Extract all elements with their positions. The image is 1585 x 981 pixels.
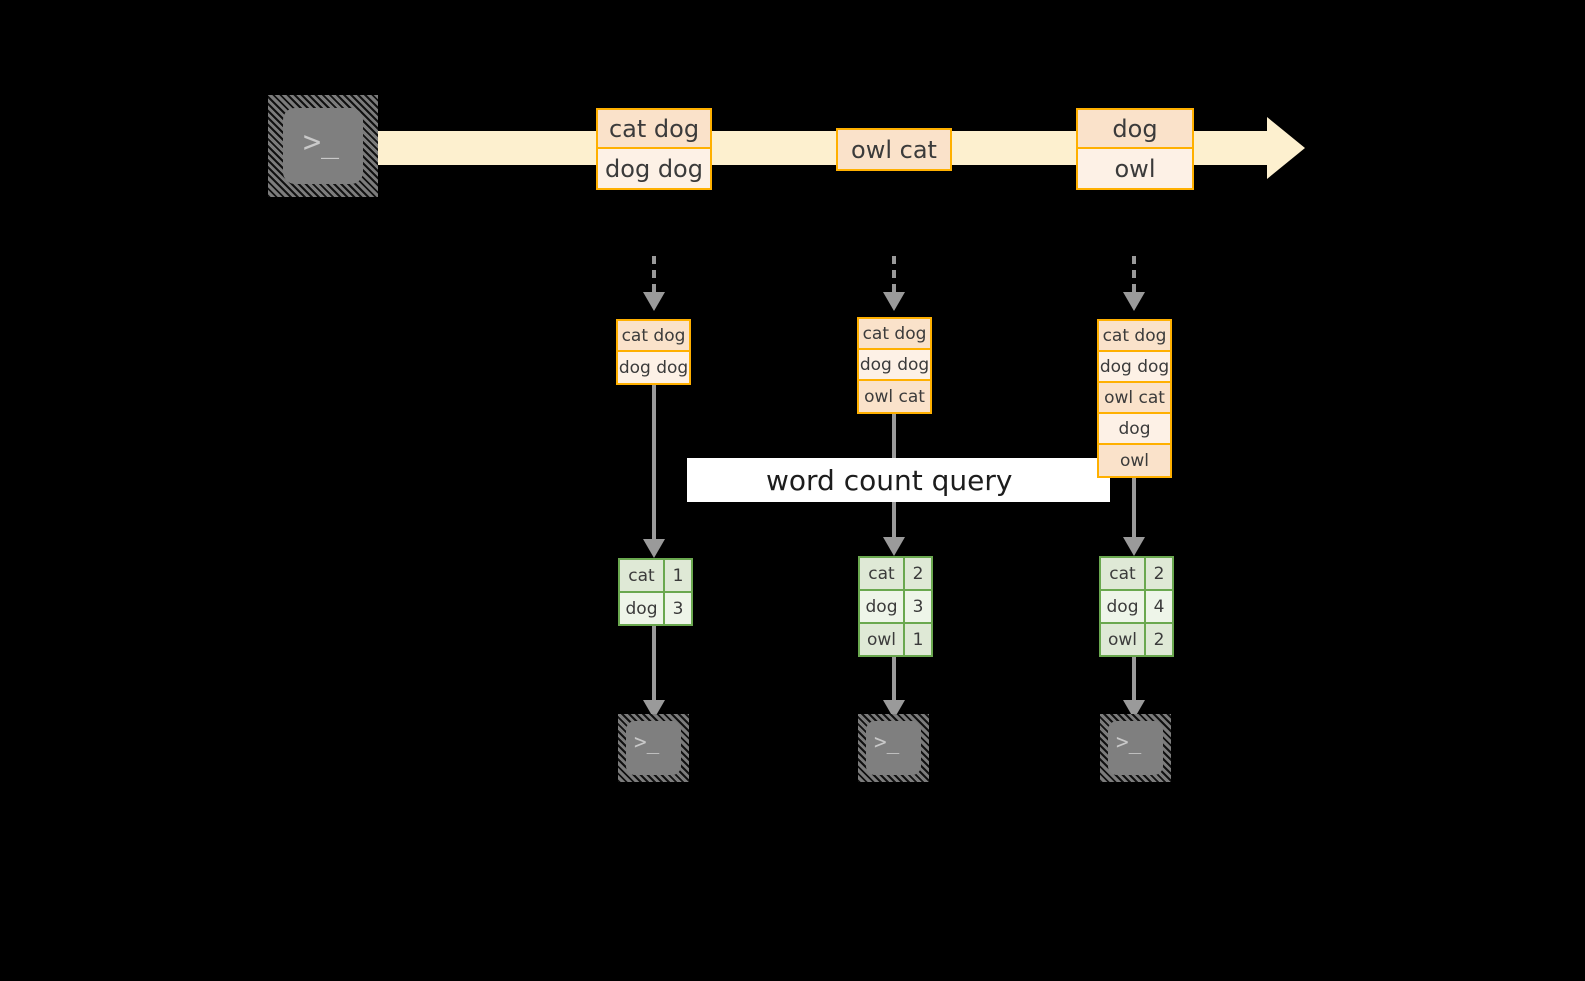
log-line: cat dog [618, 321, 689, 352]
stream-message-batch-2[interactable]: owl cat [836, 128, 952, 171]
table-cell-count: 1 [905, 624, 931, 655]
table-row: dog 3 [860, 591, 931, 624]
sink-terminal-1-prompt-glyph: >_ [634, 730, 660, 754]
event-stream-arrowhead [1267, 117, 1305, 179]
sink-terminal-2-icon[interactable] [866, 721, 921, 775]
table-cell-word: cat [860, 558, 905, 589]
source-terminal-icon[interactable] [283, 108, 363, 184]
table-row: owl 1 [860, 624, 931, 655]
table-cell-word: dog [1101, 591, 1146, 622]
accumulated-log-3[interactable]: cat dog dog dog owl cat dog owl [1097, 319, 1172, 478]
table-row: cat 2 [860, 558, 931, 591]
ingest-connector-2-arrowhead [883, 292, 905, 311]
stream-message-line: owl [1078, 149, 1192, 188]
sink-terminal-3-prompt-glyph: >_ [1116, 730, 1142, 754]
sink-terminal-3-icon[interactable] [1108, 721, 1163, 775]
sink-terminal-1-icon[interactable] [626, 721, 681, 775]
table-row: cat 2 [1101, 558, 1172, 591]
ingest-connector-3 [1132, 256, 1136, 292]
query-label-background [687, 458, 1110, 502]
stream-message-line: cat dog [598, 110, 710, 149]
log-line: dog dog [618, 352, 689, 383]
table-cell-word: cat [1101, 558, 1146, 589]
accumulated-log-2[interactable]: cat dog dog dog owl cat [857, 317, 932, 414]
table-row: owl 2 [1101, 624, 1172, 655]
table-row: dog 4 [1101, 591, 1172, 624]
query-connector-3 [1132, 475, 1136, 537]
log-line: owl cat [1099, 383, 1170, 414]
query-connector-3-arrowhead [1123, 537, 1145, 556]
table-cell-count: 2 [1146, 558, 1172, 589]
word-count-table-3[interactable]: cat 2 dog 4 owl 2 [1099, 556, 1174, 657]
source-terminal-prompt-glyph: >_ [303, 125, 340, 160]
table-cell-count: 1 [665, 560, 691, 591]
log-line: dog [1099, 414, 1170, 445]
sink-terminal-2-prompt-glyph: >_ [874, 730, 900, 754]
table-cell-count: 3 [905, 591, 931, 622]
word-count-table-1[interactable]: cat 1 dog 3 [618, 558, 693, 626]
log-line: owl cat [859, 381, 930, 412]
table-row: cat 1 [620, 560, 691, 593]
log-line: cat dog [1099, 321, 1170, 352]
word-count-table-2[interactable]: cat 2 dog 3 owl 1 [858, 556, 933, 657]
query-connector-1-arrowhead [643, 539, 665, 558]
query-connector-2-arrowhead [883, 537, 905, 556]
ingest-connector-2 [892, 256, 896, 292]
log-line: cat dog [859, 319, 930, 350]
stream-message-line: dog [1078, 110, 1192, 149]
ingest-connector-1-arrowhead [643, 292, 665, 311]
stream-message-line: owl cat [838, 130, 950, 169]
log-line: dog dog [859, 350, 930, 381]
log-line: dog dog [1099, 352, 1170, 383]
table-cell-word: owl [860, 624, 905, 655]
table-cell-word: dog [620, 593, 665, 624]
stream-message-batch-3[interactable]: dog owl [1076, 108, 1194, 190]
table-cell-count: 4 [1146, 591, 1172, 622]
accumulated-log-1[interactable]: cat dog dog dog [616, 319, 691, 385]
stream-message-line: dog dog [598, 149, 710, 188]
table-cell-count: 3 [665, 593, 691, 624]
table-cell-word: owl [1101, 624, 1146, 655]
log-line: owl [1099, 445, 1170, 476]
sink-connector-1 [652, 624, 656, 700]
table-row: dog 3 [620, 593, 691, 624]
table-cell-count: 2 [905, 558, 931, 589]
sink-connector-3 [1132, 653, 1136, 700]
table-cell-word: cat [620, 560, 665, 591]
ingest-connector-1 [652, 256, 656, 292]
sink-connector-2 [892, 653, 896, 700]
table-cell-count: 2 [1146, 624, 1172, 655]
query-connector-1 [652, 383, 656, 539]
ingest-connector-3-arrowhead [1123, 292, 1145, 311]
stream-message-batch-1[interactable]: cat dog dog dog [596, 108, 712, 190]
query-label: word count query [766, 464, 1013, 497]
table-cell-word: dog [860, 591, 905, 622]
